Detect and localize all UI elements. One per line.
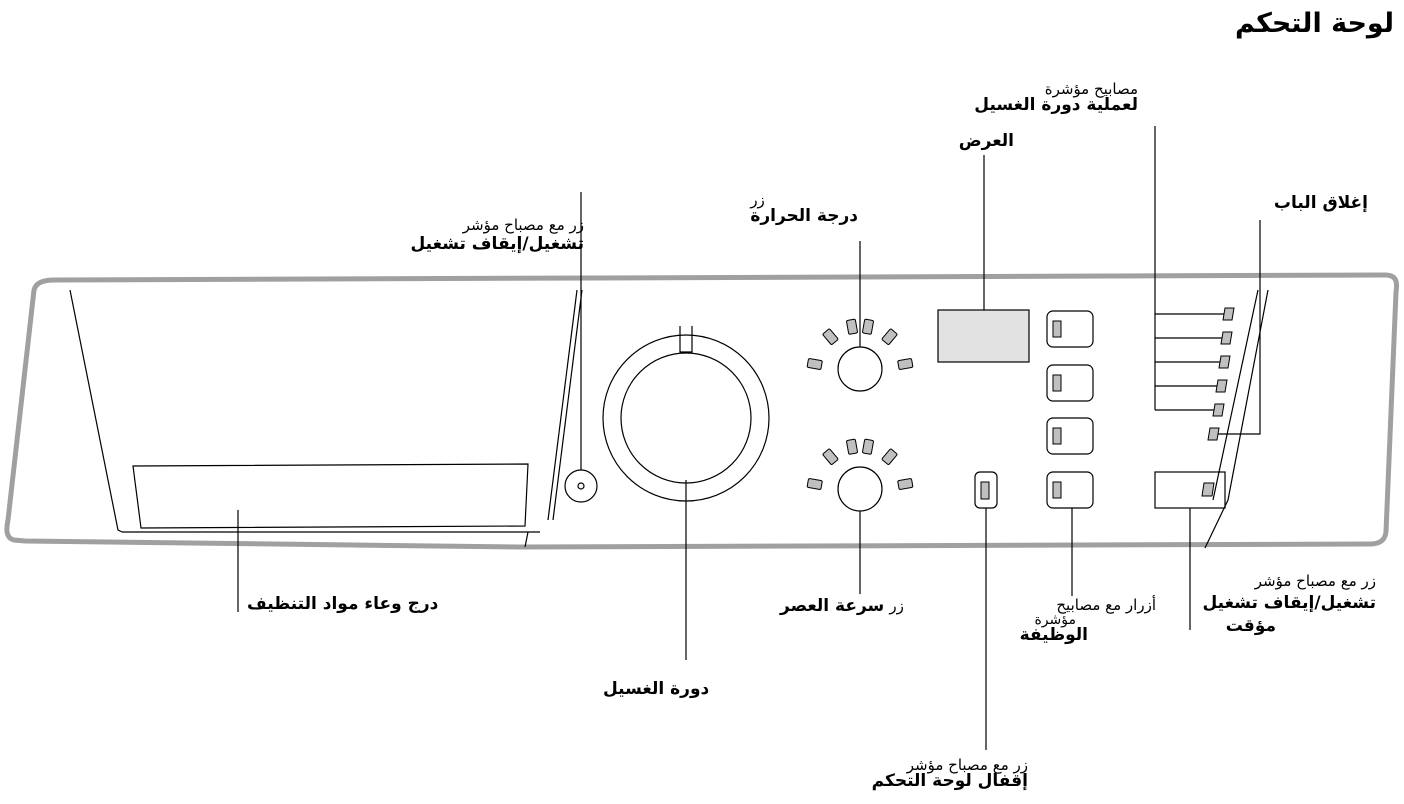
power-button-label-line2: تشغيل/إيقاف تشغيل (410, 234, 585, 254)
detergent-drawer-label: درج وعاء مواد التنظيف (247, 596, 438, 613)
cycle-indicator-lamps-label: مصابيح مؤشرة لعملية دورة الغسيل (974, 82, 1138, 114)
power-button[interactable] (564, 469, 598, 503)
spin-speed-led (862, 438, 874, 455)
display-screen (937, 309, 1030, 363)
cycle-indicator-lamp (1220, 331, 1233, 345)
cycle-indicator-lamp (1212, 403, 1225, 417)
delay-timer-button-label-line2: تشغيل/إيقاف تشغيل (1202, 593, 1377, 613)
panel-lock-button-label-line2: إقفال لوحة التحكم (871, 771, 1028, 791)
drawer-divider-right-inner (552, 289, 583, 521)
cycle-indicator-lamps-label-line1: مصابيح مؤشرة (1044, 80, 1138, 98)
function-buttons-label-line3: الوظيفة (1019, 625, 1088, 645)
spin-speed-led (822, 448, 839, 465)
function-buttons-label-line2: مؤشرة (1034, 612, 1076, 628)
temperature-button[interactable] (837, 346, 883, 392)
drawer-divider-right (547, 289, 578, 521)
wash-cycle-label-line1: دورة الغسيل (603, 679, 710, 699)
lower-panel-edge (524, 531, 529, 548)
cycle-indicator-lamp (1215, 379, 1228, 393)
delay-timer-button-label-line1: زر مع مصباح مؤشر (1254, 572, 1376, 590)
power-button-label-line1: زر مع مصباح مؤشر (462, 216, 584, 234)
spin-speed-button[interactable] (837, 466, 883, 512)
drawer-divider-left (69, 289, 123, 533)
door-lock-label: إغلاق الباب (1274, 195, 1368, 212)
panel-right-edge-inner (1212, 289, 1259, 501)
door-lock-label-line1: إغلاق الباب (1273, 193, 1368, 213)
function-button[interactable] (1046, 471, 1094, 509)
delay-timer-button[interactable] (1154, 471, 1226, 509)
function-buttons-label-line1: أزرار مع مصابيح (1056, 596, 1156, 614)
wash-cycle-dial[interactable] (620, 352, 752, 484)
temperature-led (806, 358, 823, 370)
spin-speed-led (897, 478, 914, 490)
leader-cycle-lamps (1154, 126, 1224, 411)
spin-speed-button-label: زر سرعة العصر (780, 598, 904, 615)
panel-lock-button-label: زر مع مصباح مؤشر إقفال لوحة التحكم (872, 758, 1028, 790)
temperature-led (846, 318, 858, 335)
function-button[interactable] (1046, 417, 1094, 455)
wash-cycle-dial-outer (602, 334, 770, 502)
panel-lock-indicator-lamp (980, 481, 990, 500)
temperature-led (822, 328, 839, 345)
spin-speed-button-label-bold: سرعة العصر (780, 596, 885, 616)
panel-outline (4, 272, 1400, 550)
spin-speed-led (881, 448, 898, 465)
page-title: لوحة التحكم (1234, 8, 1394, 39)
temperature-led (881, 328, 898, 345)
panel-right-edge (1204, 289, 1269, 549)
display-label: العرض (959, 133, 1014, 150)
door-lock-indicator-lamp (1207, 427, 1220, 441)
function-indicator-lamp (1052, 481, 1062, 499)
spin-speed-led (846, 438, 858, 455)
detergent-drawer-label-line1: درج وعاء مواد التنظيف (247, 594, 439, 614)
function-button[interactable] (1046, 364, 1094, 402)
delay-timer-indicator-lamp (1201, 482, 1215, 497)
temperature-button-label: زر درجة الحرارة (750, 193, 858, 225)
function-buttons-label: أزرار مع مصابيح مؤشرة الوظيفة (1020, 598, 1156, 644)
delay-timer-button-label: زر مع مصباح مؤشر تشغيل/إيقاف تشغيل مؤقت (1203, 574, 1377, 635)
spin-speed-led (806, 478, 823, 490)
leader-door-lock (1218, 220, 1261, 435)
function-indicator-lamp (1052, 427, 1062, 445)
function-button[interactable] (1046, 310, 1094, 348)
display-label-line1: العرض (958, 131, 1014, 151)
cycle-indicator-lamp (1218, 355, 1231, 369)
detergent-drawer-handle[interactable] (132, 463, 529, 529)
cycle-indicator-lamp (1222, 307, 1235, 321)
temperature-led (862, 318, 874, 335)
function-indicator-lamp (1052, 374, 1062, 392)
power-button-label: زر مع مصباح مؤشر تشغيل/إيقاف تشغيل (411, 218, 585, 253)
temperature-button-label-line1: زر (750, 191, 765, 209)
function-indicator-lamp (1052, 320, 1062, 338)
panel-lock-button-label-line1: زر مع مصباح مؤشر (906, 756, 1028, 774)
wash-cycle-dial-pointer (679, 326, 693, 353)
wash-cycle-label: دورة الغسيل (603, 681, 709, 698)
power-indicator-lamp (577, 482, 585, 490)
temperature-button-label-line2: درجة الحرارة (750, 206, 858, 226)
temperature-led (897, 358, 914, 370)
cycle-indicator-lamps-label-line2: لعملية دورة الغسيل (974, 95, 1138, 115)
delay-timer-button-label-line3: مؤقت (1225, 616, 1276, 636)
spin-speed-button-label-prefix: زر (889, 597, 904, 615)
